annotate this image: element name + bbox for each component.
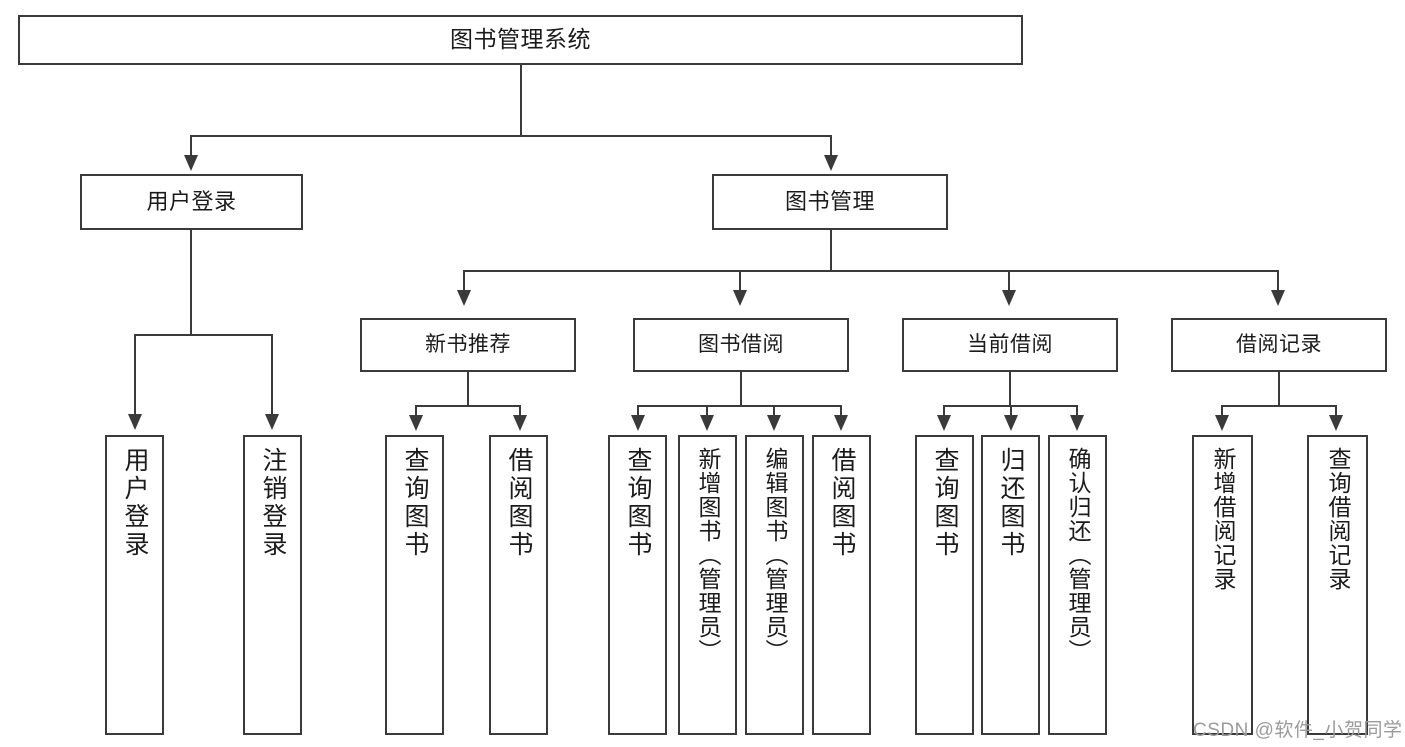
node-label: 归还图书 xyxy=(997,447,1025,559)
arrow-tier3-4 xyxy=(1271,290,1285,306)
node-label: 新书推荐 xyxy=(425,332,511,356)
node-new-book-recommend[interactable]: 新书推荐 xyxy=(360,318,576,372)
arrow-user-login-leaf-1 xyxy=(128,414,142,430)
node-root-system[interactable]: 图书管理系统 xyxy=(18,15,1023,65)
connector-new-books-drop-1 xyxy=(415,405,417,417)
arrow-current-borrow-leaf-1 xyxy=(937,415,951,431)
connector-tier3-drop-2 xyxy=(739,270,741,292)
connector-user-login-bus xyxy=(134,334,272,336)
arrow-tier3-1 xyxy=(457,290,471,306)
connector-book-borrow-drop-2 xyxy=(706,405,708,417)
arrow-borrow-records-leaf-2 xyxy=(1329,415,1343,431)
connector-current-borrow-drop-3 xyxy=(1076,405,1078,417)
node-borrow-records[interactable]: 借阅记录 xyxy=(1171,318,1387,372)
node-label: 新增借阅记录 xyxy=(1210,447,1236,591)
leaf-bookborrow-borrow-book[interactable]: 借阅图书 xyxy=(812,435,871,735)
arrow-book-borrow-leaf-3 xyxy=(767,415,781,431)
node-label: 确认归还（管理员） xyxy=(1065,447,1091,663)
node-book-borrow[interactable]: 图书借阅 xyxy=(633,318,849,372)
node-current-borrow[interactable]: 当前借阅 xyxy=(902,318,1118,372)
arrow-tier3-2 xyxy=(733,290,747,306)
arrow-current-borrow-leaf-2 xyxy=(1004,415,1018,431)
leaf-bookborrow-edit-book-admin[interactable]: 编辑图书（管理员） xyxy=(745,435,804,735)
arrow-tier3-3 xyxy=(1002,290,1016,306)
node-label: 查询图书 xyxy=(401,447,429,559)
connector-current-borrow-drop-1 xyxy=(943,405,945,417)
node-label: 查询借阅记录 xyxy=(1325,447,1351,591)
arrow-new-books-leaf-1 xyxy=(409,415,423,431)
arrow-book-borrow-leaf-2 xyxy=(700,415,714,431)
connector-borrow-records-drop-1 xyxy=(1221,405,1223,417)
connector-book-borrow-drop-1 xyxy=(637,405,639,417)
node-user-login[interactable]: 用户登录 xyxy=(80,174,303,230)
leaf-currentborrow-confirm-return-admin[interactable]: 确认归还（管理员） xyxy=(1048,435,1107,735)
node-label: 编辑图书（管理员） xyxy=(762,447,788,663)
node-label: 查询图书 xyxy=(931,447,959,559)
connector-tier3-drop-3 xyxy=(1008,270,1010,292)
connector-to-book-manage xyxy=(830,135,832,157)
connector-borrow-records-bus xyxy=(1221,405,1337,407)
node-label: 借阅记录 xyxy=(1236,332,1322,356)
node-book-management[interactable]: 图书管理 xyxy=(712,174,948,230)
connector-book-borrow-bus xyxy=(637,405,842,407)
leaf-currentborrow-query-book[interactable]: 查询图书 xyxy=(915,435,974,735)
node-label: 借阅图书 xyxy=(828,447,856,559)
leaf-logout-login[interactable]: 注销登录 xyxy=(243,435,302,735)
connector-borrow-records-stem xyxy=(1278,372,1280,406)
connector-book-borrow-drop-4 xyxy=(840,405,842,417)
arrow-book-borrow-leaf-4 xyxy=(834,415,848,431)
node-label: 用户登录 xyxy=(121,447,149,559)
node-label: 图书管理 xyxy=(784,189,875,215)
node-label: 图书借阅 xyxy=(698,332,784,356)
arrow-new-books-leaf-2 xyxy=(513,415,527,431)
arrow-borrow-records-leaf-1 xyxy=(1215,415,1229,431)
connector-new-books-stem xyxy=(467,372,469,406)
connector-user-login-drop-2 xyxy=(271,334,273,416)
arrow-user-login-leaf-2 xyxy=(265,414,279,430)
node-label: 新增图书（管理员） xyxy=(695,447,721,663)
node-label: 图书管理系统 xyxy=(450,26,591,53)
arrow-to-book-manage xyxy=(824,155,838,171)
connector-to-user-login xyxy=(190,135,192,157)
connector-current-borrow-stem xyxy=(1009,372,1011,406)
connector-user-login-drop-1 xyxy=(134,334,136,416)
leaf-records-query-borrow-record[interactable]: 查询借阅记录 xyxy=(1307,435,1368,735)
connector-tier3-drop-4 xyxy=(1277,270,1279,292)
connector-book-manage-stem xyxy=(830,230,832,271)
connector-borrow-records-drop-2 xyxy=(1335,405,1337,417)
connector-book-borrow-stem xyxy=(740,372,742,406)
leaf-bookborrow-query-book[interactable]: 查询图书 xyxy=(608,435,667,735)
node-label: 查询图书 xyxy=(624,447,652,559)
node-label: 借阅图书 xyxy=(505,447,533,559)
arrow-to-user-login xyxy=(184,155,198,171)
arrow-book-borrow-leaf-1 xyxy=(631,415,645,431)
node-label: 注销登录 xyxy=(259,447,287,559)
node-label: 当前借阅 xyxy=(967,332,1053,356)
connector-new-books-bus xyxy=(415,405,521,407)
connector-user-login-stem xyxy=(190,230,192,335)
connector-tier3-drop-1 xyxy=(463,270,465,292)
arrow-current-borrow-leaf-3 xyxy=(1070,415,1084,431)
connector-current-borrow-drop-2 xyxy=(1010,405,1012,417)
node-label: 用户登录 xyxy=(146,189,237,215)
connector-root-stem xyxy=(520,65,522,136)
leaf-records-add-borrow-record[interactable]: 新增借阅记录 xyxy=(1192,435,1253,735)
leaf-bookborrow-add-book-admin[interactable]: 新增图书（管理员） xyxy=(678,435,737,735)
connector-tier2-bus xyxy=(190,135,832,137)
connector-book-borrow-drop-3 xyxy=(773,405,775,417)
connector-tier3-bus xyxy=(463,270,1277,272)
leaf-currentborrow-return-book[interactable]: 归还图书 xyxy=(981,435,1040,735)
leaf-user-login[interactable]: 用户登录 xyxy=(105,435,164,735)
connector-new-books-drop-2 xyxy=(519,405,521,417)
leaf-newbooks-query-book[interactable]: 查询图书 xyxy=(385,435,444,735)
leaf-newbooks-borrow-book[interactable]: 借阅图书 xyxy=(489,435,548,735)
